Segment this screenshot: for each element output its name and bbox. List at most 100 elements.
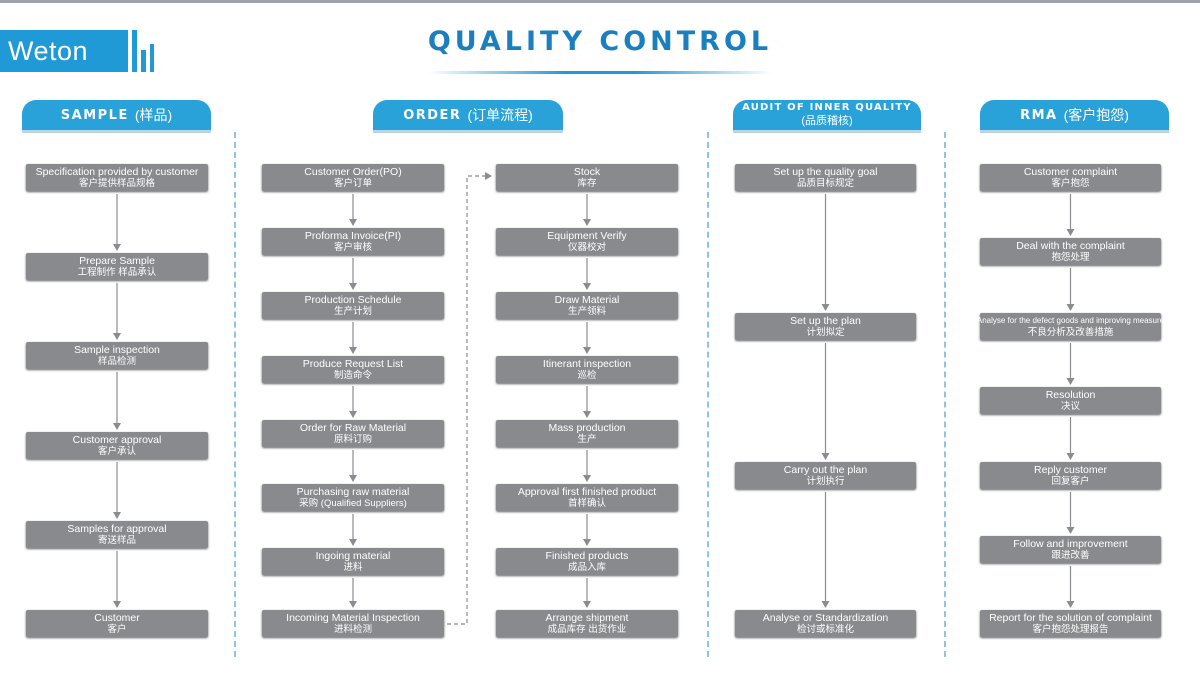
step-label-cn: 工程制作 样品承认 (77, 266, 157, 278)
step-label-en: Mass production (548, 421, 626, 434)
flow-step-order: Equipment Verify 仪器校对 (496, 228, 678, 255)
section-title-en: AUDIT OF INNER QUALITY (742, 102, 912, 113)
step-label-en: Carry out the plan (783, 463, 868, 476)
step-label-en: Incoming Material Inspection (286, 611, 420, 624)
page-title: QUALITY CONTROL (427, 26, 773, 57)
step-label-en: Sample inspection (74, 343, 160, 356)
step-label-cn: 计划执行 (806, 475, 845, 487)
flow-step-order: Order for Raw Material 原料订购 (262, 420, 444, 447)
step-label-cn: 首样确认 (567, 497, 606, 509)
step-label-cn: 检讨或标准化 (796, 623, 854, 635)
step-label-cn: 库存 (577, 177, 597, 189)
step-label-cn: 样品检测 (97, 355, 136, 367)
flow-step-rma: Resolution 决议 (980, 387, 1161, 414)
section-title-cn: (订单流程) (467, 107, 533, 123)
step-label-cn: 成品库存 出货作业 (547, 623, 627, 635)
step-label-en: Prepare Sample (79, 254, 155, 267)
brand-logo: Weton (0, 30, 128, 72)
flow-step-order: Approval first finished product 首样确认 (496, 484, 678, 511)
step-label-cn: 抱怨处理 (1051, 251, 1090, 263)
section-title-en: SAMPLE (60, 107, 129, 123)
section-title-en: ORDER (403, 107, 462, 123)
flow-step-audit: Carry out the plan 计划执行 (735, 462, 916, 489)
column-divider (707, 132, 709, 657)
flow-step-audit: Set up the plan 计划拟定 (735, 313, 916, 340)
flow-step-order: Incoming Material Inspection 进料检测 (262, 610, 444, 637)
step-label-en: Analyse for the defect goods and improvi… (976, 315, 1165, 325)
section-header-sample: SAMPLE (样品) (22, 100, 211, 130)
step-label-cn: 生产计划 (333, 305, 372, 317)
step-label-cn: 寄送样品 (97, 534, 136, 546)
section-title-cn: (样品) (134, 107, 173, 123)
step-label-cn: 决议 (1060, 400, 1080, 412)
step-label-en: Customer approval (72, 433, 162, 446)
step-label-cn: 原料订购 (333, 433, 372, 445)
flow-step-audit: Set up the quality goal 品质目标规定 (735, 164, 916, 191)
step-label-cn: 客户抱怨 (1051, 177, 1090, 189)
step-label-en: Report for the solution of complaint (989, 611, 1152, 624)
step-label-cn: 客户提供样品规格 (78, 177, 155, 189)
step-label-en: Reply customer (1034, 463, 1107, 476)
step-label-en: Customer Order(PO) (304, 165, 402, 178)
column-divider (944, 132, 946, 657)
step-label-cn: 计划拟定 (806, 326, 845, 338)
step-label-cn: 客户订单 (333, 177, 372, 189)
step-label-en: Approval first finished product (517, 485, 657, 498)
flow-step-sample: Customer approval 客户承认 (26, 432, 208, 459)
step-label-en: Produce Request List (302, 357, 404, 370)
flow-step-sample: Specification provided by customer 客户提供样… (26, 164, 208, 191)
step-label-en: Order for Raw Material (299, 421, 407, 434)
step-label-en: Set up the plan (790, 314, 861, 327)
step-label-cn: 进料 (343, 561, 363, 573)
step-label-en: Stock (573, 165, 601, 178)
step-label-en: Follow and improvement (1013, 537, 1128, 550)
step-label-cn: 品质目标规定 (796, 177, 854, 189)
title-underline (428, 71, 772, 74)
step-label-en: Customer (94, 611, 140, 624)
step-label-cn: 回复客户 (1051, 475, 1090, 487)
step-label-en: Purchasing raw material (296, 485, 410, 498)
section-title-cn: (品质稽核) (801, 115, 853, 127)
step-label-en: Deal with the complaint (1016, 239, 1125, 252)
step-label-cn: 生产 (577, 433, 597, 445)
step-label-en: Customer complaint (1023, 165, 1118, 178)
flow-step-order: Proforma Invoice(PI) 客户审核 (262, 228, 444, 255)
flow-step-sample: Prepare Sample 工程制作 样品承认 (26, 253, 208, 280)
step-label-en: Draw Material (554, 293, 620, 306)
step-label-cn: 成品入库 (567, 561, 606, 573)
step-label-cn: 客户审核 (333, 241, 372, 253)
step-label-en: Ingoing material (315, 549, 391, 562)
flow-step-order: Production Schedule 生产计划 (262, 292, 444, 319)
flow-step-order: Arrange shipment 成品库存 出货作业 (496, 610, 678, 637)
step-label-en: Resolution (1045, 388, 1096, 401)
step-label-en: Arrange shipment (545, 611, 629, 624)
flow-step-rma: Deal with the complaint 抱怨处理 (980, 238, 1161, 265)
flow-step-order: Ingoing material 进料 (262, 548, 444, 575)
section-header-order: ORDER (订单流程) (373, 100, 563, 130)
brand-name: Weton (8, 36, 89, 66)
flow-step-order: Customer Order(PO) 客户订单 (262, 164, 444, 191)
flow-step-rma: Reply customer 回复客户 (980, 462, 1161, 489)
step-label-en: Equipment Verify (547, 229, 627, 242)
step-label-en: Samples for approval (67, 522, 167, 535)
flow-step-sample: Samples for approval 寄送样品 (26, 521, 208, 548)
section-header-rma: RMA (客户抱怨) (980, 100, 1169, 130)
step-label-cn: 巡检 (577, 369, 597, 381)
step-label-en: Set up the quality goal (773, 165, 878, 178)
step-label-en: Analyse or Standardization (762, 611, 889, 624)
flow-step-order: Finished products 成品入库 (496, 548, 678, 575)
flow-step-order: Stock 库存 (496, 164, 678, 191)
step-label-cn: 制造命令 (333, 369, 372, 381)
step-label-cn: 采购 (Qualified Suppliers) (299, 497, 407, 509)
section-title-en: RMA (1020, 107, 1058, 123)
step-label-cn: 不良分析及改善措施 (1027, 326, 1114, 338)
flow-step-rma: Analyse for the defect goods and improvi… (976, 313, 1165, 340)
top-border-line (0, 0, 1200, 3)
flow-step-audit: Analyse or Standardization 检讨或标准化 (735, 610, 916, 637)
logo-bar-2 (141, 50, 146, 72)
flow-step-order: Mass production 生产 (496, 420, 678, 447)
step-label-en: Production Schedule (304, 293, 402, 306)
flow-step-order: Itinerant inspection 巡检 (496, 356, 678, 383)
flow-step-rma: Customer complaint 客户抱怨 (980, 164, 1161, 191)
flow-step-sample: Customer 客户 (26, 610, 208, 637)
